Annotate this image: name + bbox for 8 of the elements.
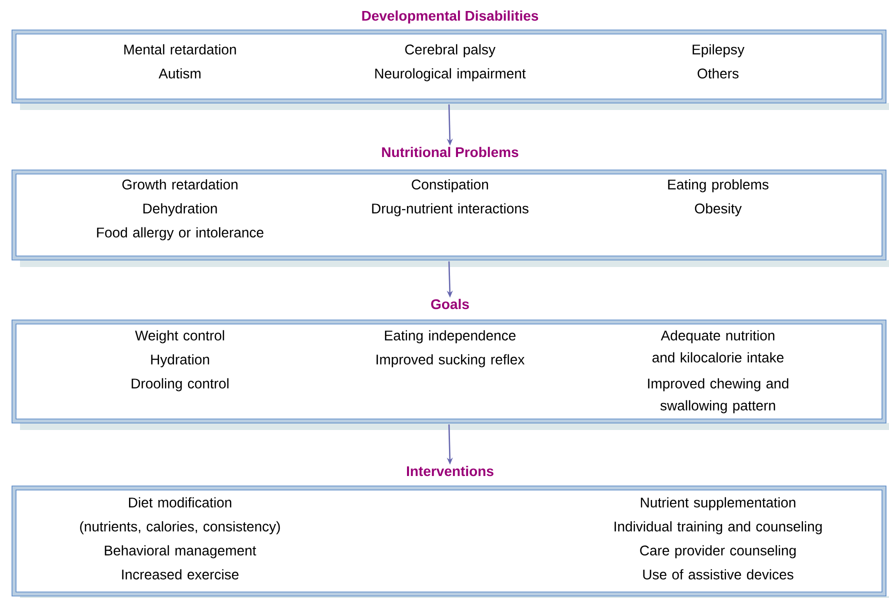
node-label: Developmental Disabilities — [362, 10, 538, 24]
node-label: Interventions — [406, 466, 494, 476]
process-box: Nutritional Problems Growth retardation Dehydration Food allergy or intolerance Constipation Drug-nutrient interactions Eating problems Obesity — [12, 146, 889, 267]
process-box: Interventions Diet modification (nutrients, calories, consistency) Behavioral management Increased exercise Nutrient supplementation Individual training and counseling Care provider counseling Use of assistive devices — [12, 466, 889, 598]
process-box: Developmental Disabilities Mental retardation Autism Cerebral palsy Neurological impairment Epilepsy Others — [12, 10, 889, 110]
node-label: Goals — [431, 298, 469, 310]
process-box: Goals Weight control Hydration Drooling control Eating independence Improved sucking reflex Adequate nutrition and kilocalorie intake Improved chewing and swallowing pattern — [12, 298, 889, 430]
node-label: Nutritional Problems — [382, 146, 518, 158]
